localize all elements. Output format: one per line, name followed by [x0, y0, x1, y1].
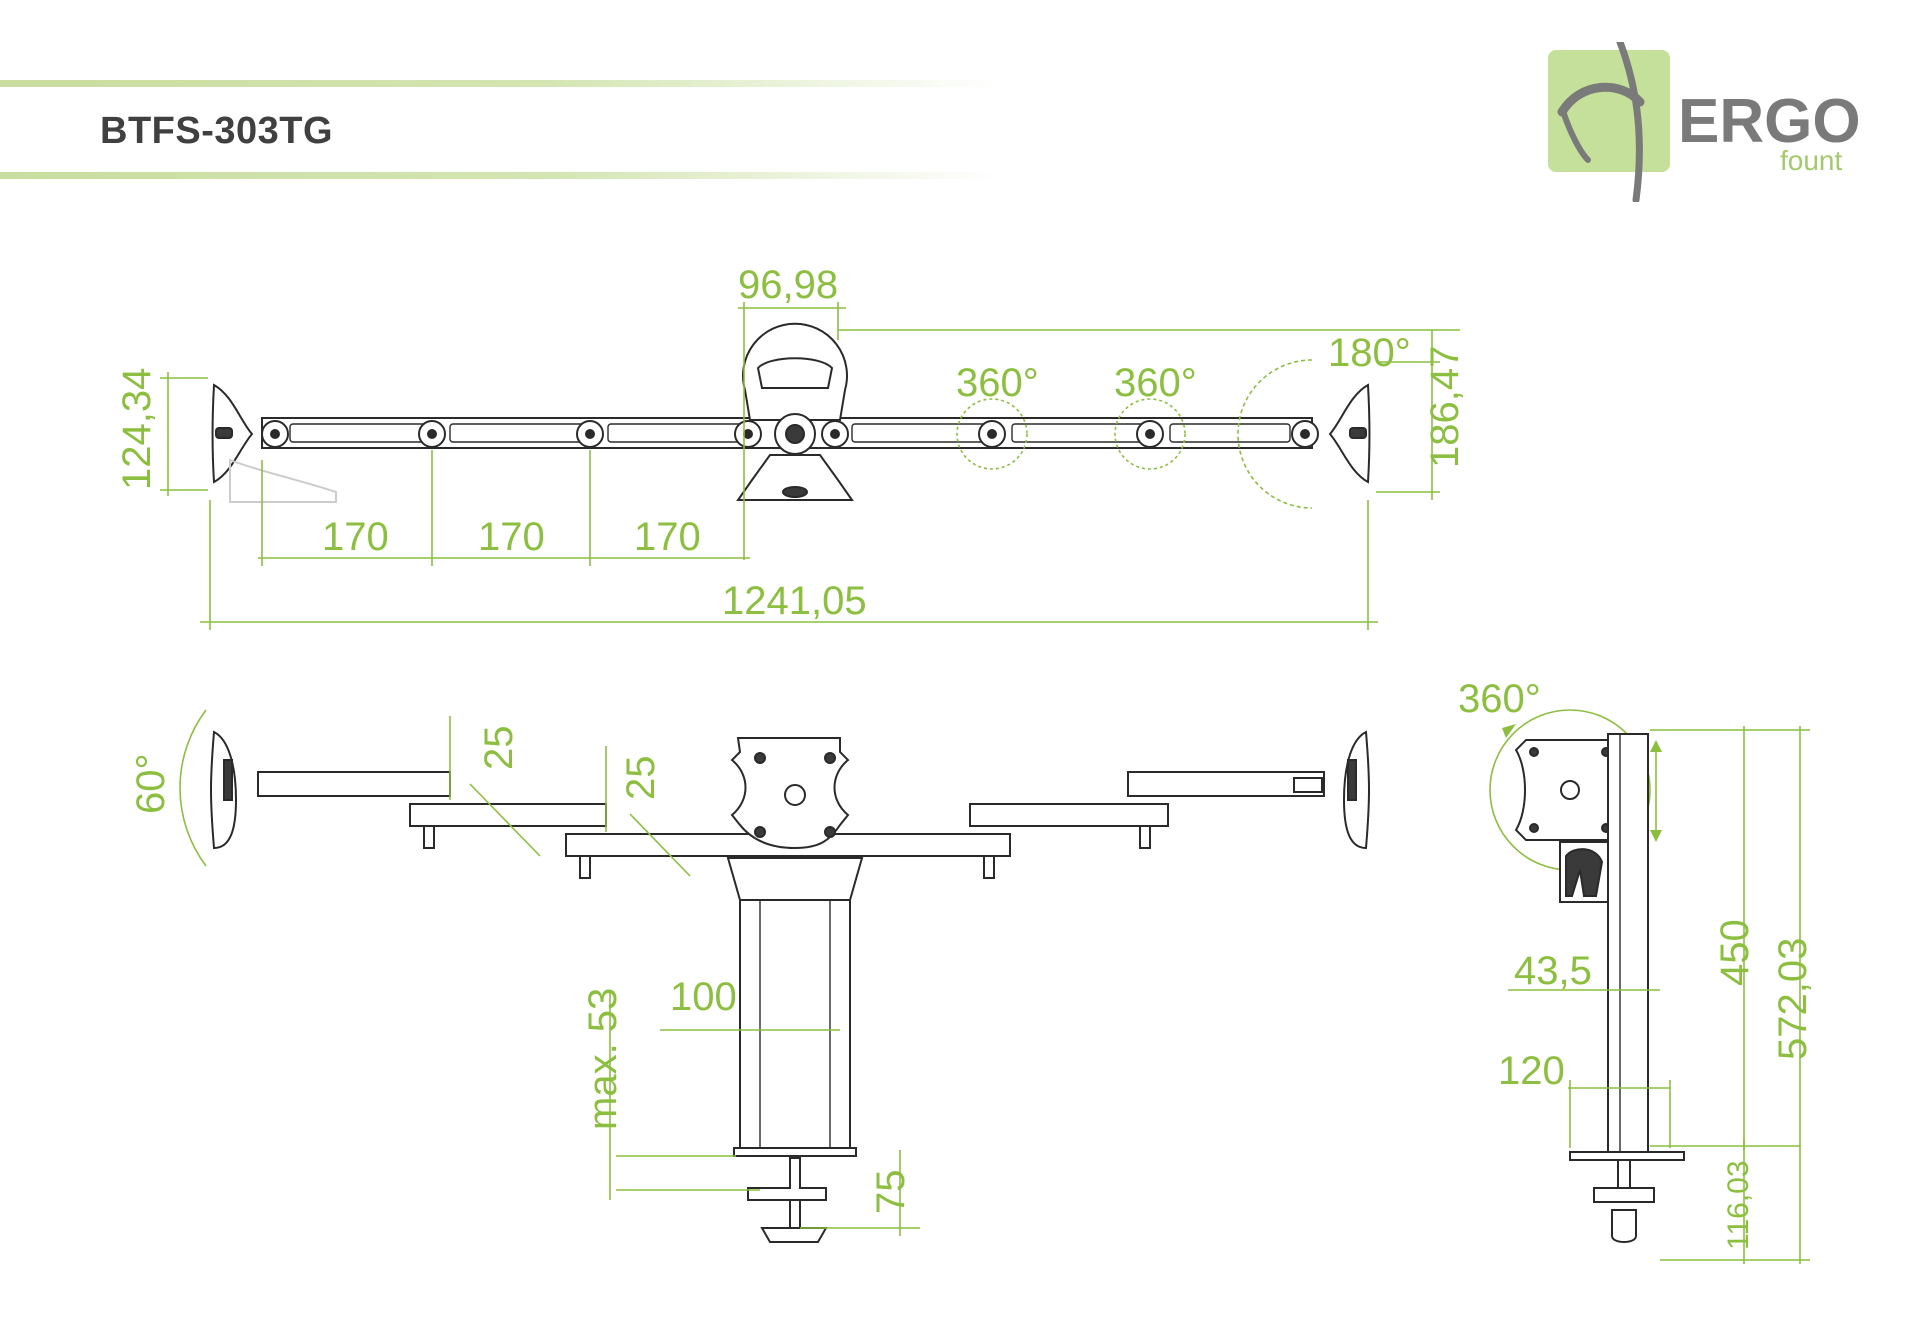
side-dimension-lines	[1508, 726, 1810, 1264]
side-pole	[1607, 733, 1649, 1155]
front-desk-plate	[733, 1147, 857, 1157]
side-desk-plate	[1569, 1151, 1685, 1161]
side-view: 360° 43,5 120 450 572,03 116,03	[1458, 677, 1815, 1264]
dim-total-width: 1241,05	[722, 579, 867, 623]
front-clamp	[747, 1157, 827, 1201]
dim-front-step-1: 25	[477, 726, 521, 771]
top-view: 96,98 124,34 186,47 180° 360° 360° 170 1…	[115, 263, 1467, 630]
logo-brand-text: ERGO	[1678, 87, 1860, 156]
dim-side-rotate: 360°	[1458, 677, 1541, 721]
side-knob	[1611, 1209, 1637, 1243]
header-stripe-top	[0, 80, 1000, 87]
dim-front-step-2: 25	[619, 756, 663, 801]
rotation-circle-2	[1114, 398, 1186, 470]
front-right-arm-upper	[1127, 771, 1325, 797]
dim-side-offset: 43,5	[1514, 949, 1592, 993]
dim-rotation-2: 360°	[1114, 361, 1197, 405]
front-pole	[739, 899, 851, 1151]
dim-side-min-height: 116,03	[1722, 1160, 1755, 1250]
dim-side-total-height: 572,03	[1771, 938, 1815, 1060]
right-vesa-plate	[1328, 383, 1371, 484]
dim-rotation-1: 360°	[956, 361, 1039, 405]
front-view: 60° 25 25 100 max. 53 75	[129, 709, 1370, 1243]
dim-right-height: 186,47	[1423, 346, 1467, 468]
rotation-circle-1	[956, 398, 1028, 470]
center-hub	[736, 322, 854, 501]
dim-hub-width: 96,98	[738, 263, 838, 307]
arm-joints	[261, 420, 1319, 448]
logo-sub-text: fount	[1780, 145, 1842, 176]
dim-left-height: 124,34	[115, 368, 159, 490]
ergo-fount-logo: ERGO fount	[1548, 42, 1860, 202]
dim-segment-1: 170	[322, 515, 389, 559]
front-pole-head	[726, 857, 864, 901]
left-vesa-plate	[211, 383, 337, 503]
dim-tilt-right: 180°	[1328, 331, 1411, 375]
front-left-arm-upper	[257, 771, 451, 797]
dim-front-pole: 100	[670, 975, 737, 1019]
model-title: BTFS-303TG	[100, 110, 334, 152]
dim-segment-3: 170	[634, 515, 701, 559]
dim-side-base: 120	[1498, 1049, 1565, 1093]
dim-front-max: max. 53	[581, 988, 625, 1130]
dim-segment-2: 170	[478, 515, 545, 559]
tilt-arc-right	[1237, 359, 1313, 509]
dim-side-height-adjust: 450	[1713, 919, 1757, 986]
front-tilt-arc	[179, 709, 207, 867]
dim-front-clamp: 75	[869, 1170, 913, 1215]
header-stripe-bottom	[0, 172, 1000, 179]
top-dimension-lines	[160, 302, 1460, 630]
front-dimension-lines	[449, 716, 920, 1236]
front-right-arm-mid	[969, 803, 1169, 827]
dim-front-tilt: 60°	[129, 754, 173, 815]
front-clamp-knob	[760, 1227, 828, 1243]
